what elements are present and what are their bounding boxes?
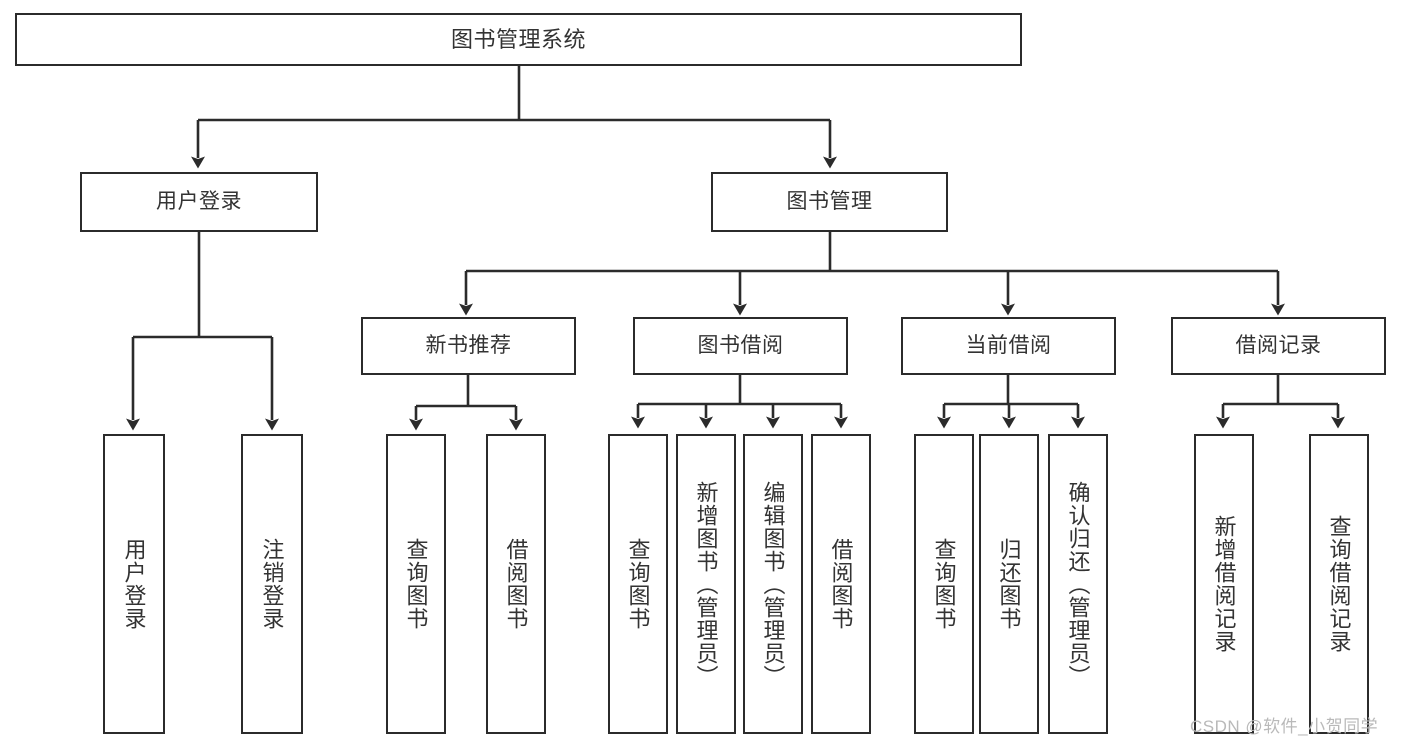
leaf-user-login[interactable]: 用户登录 (103, 434, 165, 734)
leaf-query-borrow-record[interactable]: 查询借阅记录 (1309, 434, 1369, 734)
node-label: 归还图书 (996, 538, 1022, 630)
leaf-return-book[interactable]: 归还图书 (979, 434, 1039, 734)
leaf-add-book-admin[interactable]: 新增图书（管理员） (676, 434, 736, 734)
node-label: 查询图书 (625, 538, 651, 630)
node-label: 用户登录 (121, 538, 147, 630)
node-label: 借阅图书 (503, 538, 529, 630)
node-label: 新增借阅记录 (1211, 515, 1237, 653)
node-label: 注销登录 (259, 538, 285, 630)
node-book-management[interactable]: 图书管理 (711, 172, 948, 232)
node-borrow-records[interactable]: 借阅记录 (1171, 317, 1386, 375)
leaf-query-book-recommend[interactable]: 查询图书 (386, 434, 446, 734)
leaf-borrow-book[interactable]: 借阅图书 (811, 434, 871, 734)
node-label: 查询借阅记录 (1326, 515, 1352, 653)
node-label: 当前借阅 (965, 333, 1052, 357)
node-label: 图书借阅 (697, 333, 784, 357)
node-label: 图书管理 (786, 189, 873, 213)
node-label: 借阅记录 (1235, 333, 1322, 357)
leaf-edit-book-admin[interactable]: 编辑图书（管理员） (743, 434, 803, 734)
node-label: 借阅图书 (828, 538, 854, 630)
leaf-confirm-return-admin[interactable]: 确认归还（管理员） (1048, 434, 1108, 734)
node-book-borrow[interactable]: 图书借阅 (633, 317, 848, 375)
node-label: 新增图书（管理员） (693, 480, 719, 688)
node-label: 编辑图书（管理员） (760, 480, 786, 688)
node-root-system[interactable]: 图书管理系统 (15, 13, 1022, 66)
leaf-user-logout[interactable]: 注销登录 (241, 434, 303, 734)
node-label: 确认归还（管理员） (1065, 480, 1091, 688)
node-label: 图书管理系统 (450, 26, 586, 52)
leaf-borrow-book-recommend[interactable]: 借阅图书 (486, 434, 546, 734)
node-label: 查询图书 (931, 538, 957, 630)
leaf-query-book-borrow[interactable]: 查询图书 (608, 434, 668, 734)
node-label: 新书推荐 (425, 333, 512, 357)
node-user-login[interactable]: 用户登录 (80, 172, 318, 232)
node-label: 查询图书 (403, 538, 429, 630)
leaf-add-borrow-record[interactable]: 新增借阅记录 (1194, 434, 1254, 734)
node-label: 用户登录 (156, 189, 242, 213)
node-current-borrow[interactable]: 当前借阅 (901, 317, 1116, 375)
node-new-book-recommend[interactable]: 新书推荐 (361, 317, 576, 375)
leaf-query-book-current[interactable]: 查询图书 (914, 434, 974, 734)
csdn-watermark: CSDN @软件_小贺同学 (1190, 717, 1379, 736)
